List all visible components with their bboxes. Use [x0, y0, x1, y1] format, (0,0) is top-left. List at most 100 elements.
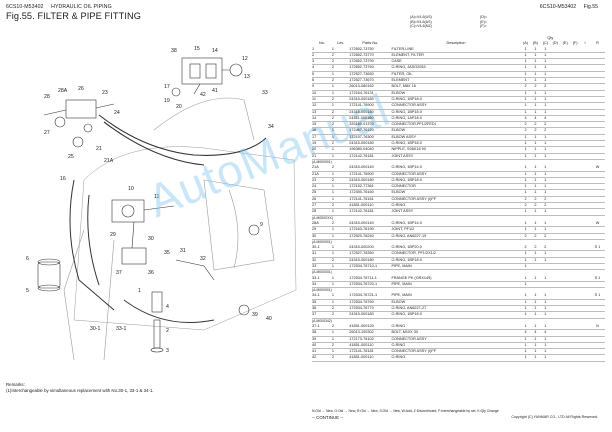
part-qty	[560, 189, 571, 197]
part-level: 2	[331, 115, 350, 123]
part-qty	[570, 102, 581, 110]
col-qty-c: (C)	[542, 41, 548, 46]
svg-text:14: 14	[212, 48, 218, 54]
part-number: 172652-73750	[349, 46, 392, 53]
part-qty: 1	[520, 52, 531, 60]
part-qty	[550, 293, 561, 300]
part-description: ELBOW	[391, 189, 521, 197]
part-qty	[560, 250, 571, 258]
part-ref-no: 20	[312, 146, 332, 154]
part-qty	[570, 90, 581, 97]
part-qty: 1	[520, 311, 531, 319]
part-qty: 2	[530, 196, 541, 204]
part-number: 24315-000180	[349, 311, 392, 319]
part-level: 1	[331, 183, 350, 191]
part-qty	[560, 208, 571, 216]
part-i	[580, 109, 591, 116]
part-remark	[590, 348, 605, 356]
part-qty: 1	[530, 77, 541, 85]
part-qty: 2	[520, 245, 531, 252]
part-i	[580, 52, 591, 60]
part-level: 1	[331, 189, 350, 197]
part-qty: 1	[540, 64, 551, 72]
part-i	[580, 165, 591, 172]
part-remark	[590, 102, 605, 110]
part-description: O-RING	[391, 354, 521, 362]
part-qty	[560, 140, 571, 148]
part-qty: 1	[530, 293, 541, 300]
part-level: 1	[331, 226, 350, 234]
part-level: 2	[331, 323, 350, 331]
part-qty	[550, 121, 561, 129]
part-description: ELBOW ASSY	[391, 134, 521, 142]
part-level: 2	[331, 109, 350, 116]
part-level: 2	[331, 354, 350, 362]
part-remark	[590, 90, 605, 97]
part-description: PIPE, MAIN	[391, 281, 521, 289]
part-qty	[560, 202, 571, 210]
continue-marker: -- CONTINUE --	[312, 415, 344, 420]
part-qty: 1	[540, 58, 551, 66]
part-qty: 1	[530, 71, 541, 79]
part-level: 2	[331, 202, 350, 210]
part-remark	[590, 171, 605, 178]
svg-text:21A: 21A	[104, 158, 114, 164]
part-remark	[590, 305, 605, 313]
part-qty: 1	[530, 257, 541, 265]
part-qty	[550, 226, 561, 234]
part-qty	[570, 348, 581, 356]
part-remark	[590, 83, 605, 91]
part-number: 24315-000180	[349, 109, 392, 116]
part-qty: 1	[530, 177, 541, 185]
svg-text:16: 16	[60, 176, 66, 182]
part-qty	[570, 305, 581, 313]
part-ref-no: 33	[312, 263, 332, 271]
part-qty: 1	[540, 354, 551, 362]
part-i	[580, 329, 591, 337]
part-qty: 1	[540, 250, 551, 258]
part-number: 24315-000180	[349, 96, 392, 104]
part-qty: 1	[520, 96, 531, 104]
section-name: HYDRAULIC OIL PIPING	[51, 4, 112, 10]
part-level: 1	[331, 275, 350, 282]
part-remark	[590, 342, 605, 350]
part-ref-no: 19	[312, 140, 332, 148]
part-number: 172534-76760	[349, 299, 392, 307]
part-qty	[570, 245, 581, 252]
part-qty: 1	[530, 171, 541, 178]
part-remark	[590, 329, 605, 337]
part-remark	[590, 257, 605, 265]
part-qty: 1	[520, 354, 531, 362]
part-remark	[590, 281, 605, 289]
part-level: 1	[331, 336, 350, 343]
part-ref-no: 39	[312, 336, 332, 343]
svg-text:35: 35	[164, 250, 170, 256]
part-qty	[550, 208, 561, 216]
part-qty	[570, 171, 581, 178]
part-qty	[560, 293, 571, 300]
part-remark: W	[590, 220, 605, 228]
part-remark	[590, 263, 605, 271]
part-remark	[590, 311, 605, 319]
part-i	[580, 71, 591, 79]
part-qty: 1	[520, 208, 531, 216]
part-remark	[590, 233, 605, 240]
part-qty	[570, 189, 581, 197]
part-qty: 1	[540, 226, 551, 234]
part-qty: 2	[520, 121, 531, 129]
part-qty: 1	[530, 354, 541, 362]
svg-text:36: 36	[148, 270, 154, 276]
part-description: JOINT, PF1/2	[391, 226, 521, 234]
serial-range-row: (A-M000001)	[312, 239, 605, 245]
part-level: 2	[331, 257, 350, 265]
svg-text:9: 9	[260, 222, 263, 228]
part-qty: 1	[520, 171, 531, 178]
part-number: 41851-000110	[349, 342, 392, 350]
part-description: CONNECTOR ASSY	[391, 336, 521, 343]
part-ref-no: 30	[312, 233, 332, 240]
